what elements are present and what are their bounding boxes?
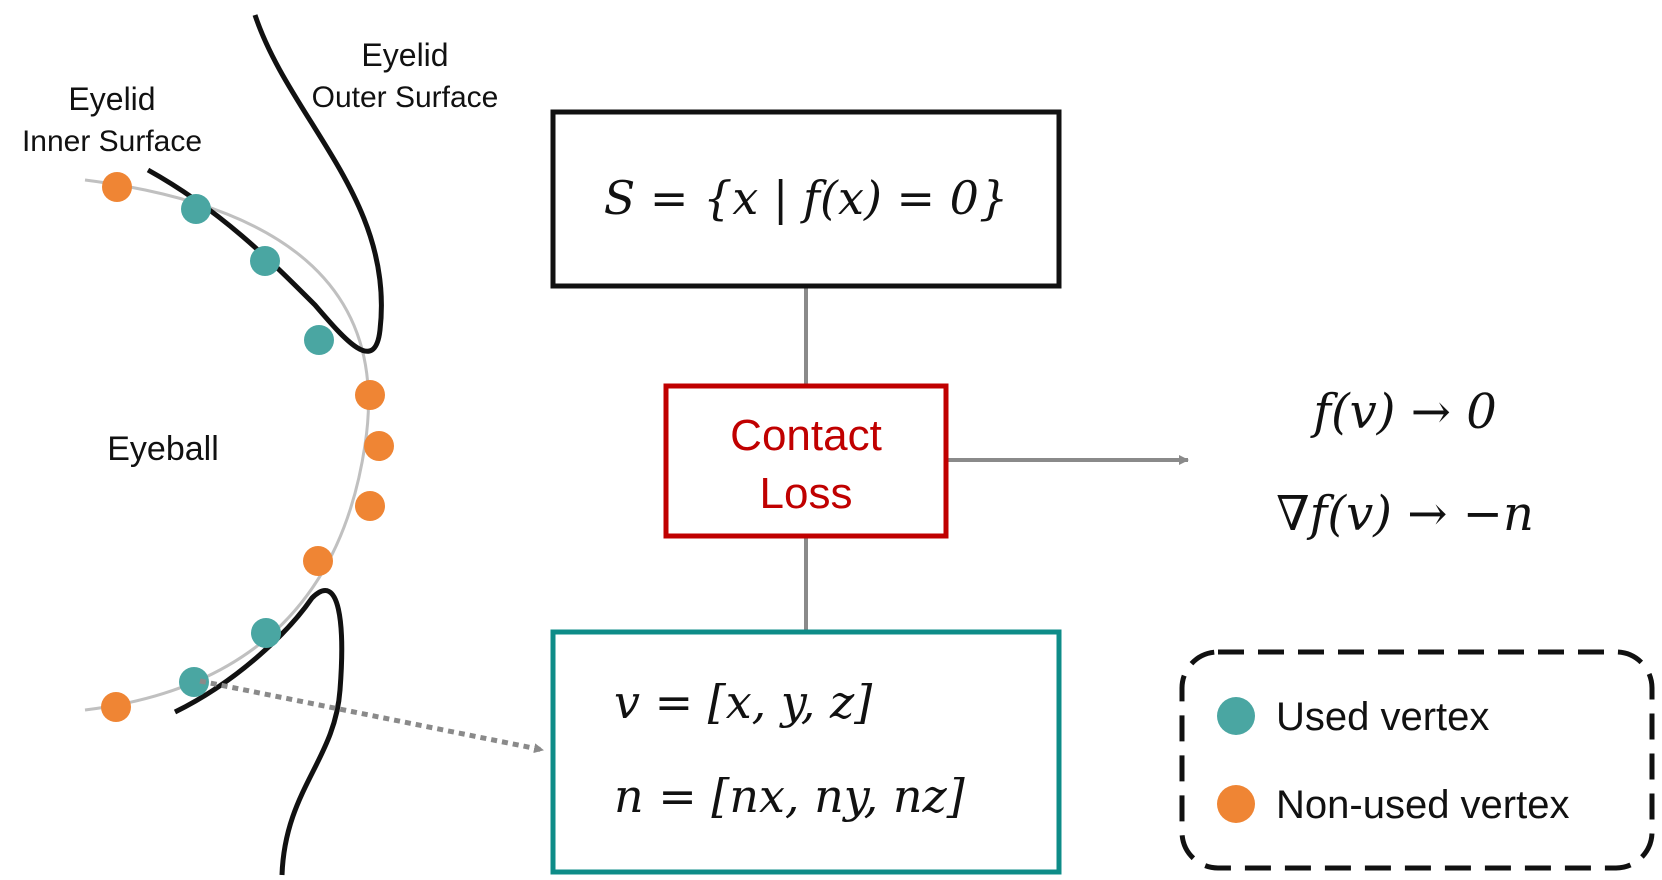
legend-non-used-swatch	[1217, 785, 1255, 823]
vertex-to-box-arrow	[199, 678, 544, 754]
legend-used-swatch	[1217, 697, 1255, 735]
eyelid-outer-label-line1: Eyelid	[361, 37, 448, 73]
vertex-position-formula: v = [x, y, z]	[614, 675, 872, 729]
vertex-normal-formula: n = [nx, ny, nz]	[614, 769, 965, 823]
surface-formula: S = {x | f(x) = 0}	[604, 171, 1008, 225]
used-vertex	[250, 246, 280, 276]
output-gradient-goal: ∇f(v) → −n	[1276, 486, 1534, 542]
eyelid-inner-label-line2: Inner Surface	[22, 125, 202, 158]
non-used-vertex	[102, 172, 132, 202]
eyeball-label: Eyeball	[107, 430, 219, 468]
lower-eyelid-curve	[173, 588, 345, 876]
upper-eyelid-curve	[146, 14, 384, 354]
used-vertex	[179, 667, 209, 697]
contact-loss-label-line1: Contact	[730, 411, 882, 460]
non-used-vertex	[101, 692, 131, 722]
used-vertex	[304, 325, 334, 355]
non-used-vertex	[355, 380, 385, 410]
non-used-vertex	[364, 431, 394, 461]
vertex-group	[101, 172, 394, 722]
legend-non-used-label: Non-used vertex	[1276, 783, 1569, 827]
contact-loss-label-line2: Loss	[760, 469, 853, 518]
non-used-vertex	[303, 546, 333, 576]
legend-box	[1179, 649, 1655, 871]
used-vertex	[251, 618, 281, 648]
surface-definition-box	[550, 109, 1062, 289]
contact-loss-box	[663, 383, 949, 539]
output-function-goal: f(v) → 0	[1310, 384, 1497, 440]
eyelid-inner-label-line1: Eyelid	[68, 81, 155, 117]
eyelid-outer-label-line2: Outer Surface	[312, 81, 499, 114]
non-used-vertex	[355, 491, 385, 521]
used-vertex	[181, 194, 211, 224]
legend-used-label: Used vertex	[1276, 695, 1489, 739]
vertex-data-box	[550, 629, 1062, 875]
